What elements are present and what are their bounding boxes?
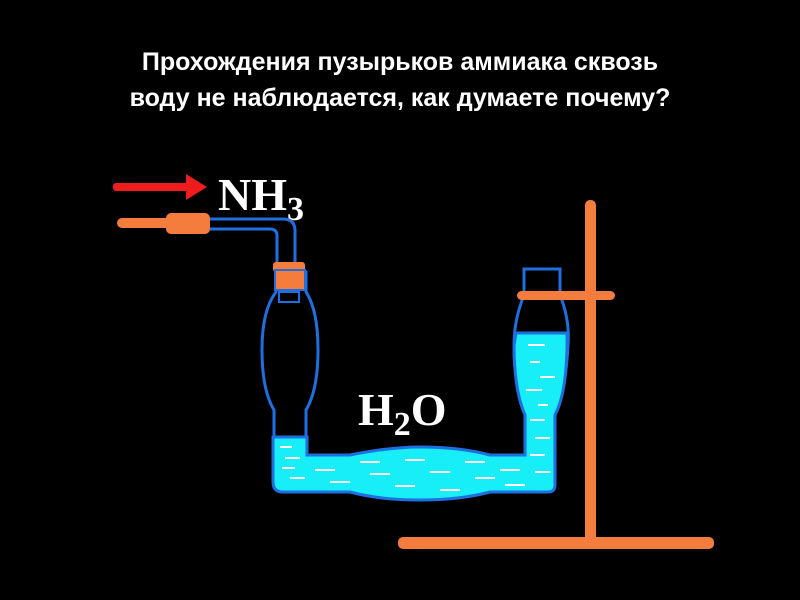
water-ripples <box>280 344 555 491</box>
nh3-label: NH3 <box>218 169 304 228</box>
rubber-hose <box>117 213 210 234</box>
left-drying-vessel <box>260 270 320 442</box>
gas-flow-arrow-icon <box>113 174 207 200</box>
water <box>271 331 569 502</box>
h2o-label: H2O <box>358 384 447 443</box>
slide-title: Прохождения пузырьков аммиака сквозь вод… <box>0 44 800 116</box>
rubber-stopper <box>273 262 306 291</box>
stand-clamp <box>517 291 615 300</box>
lab-stand <box>398 200 714 549</box>
glass-inlet-tube <box>210 217 297 264</box>
title-line-1: Прохождения пузырьков аммиака сквозь <box>141 48 659 76</box>
stand-base <box>398 537 714 549</box>
title-line-2: воду не наблюдается, как думаете почему? <box>129 84 671 112</box>
